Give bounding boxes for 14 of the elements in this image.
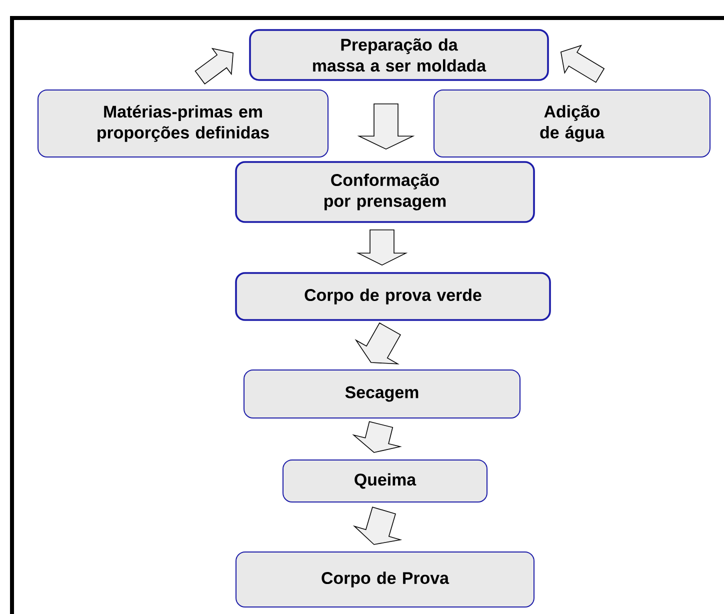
process-box: Secagem bbox=[244, 369, 520, 418]
block-arrow bbox=[560, 44, 605, 83]
block-arrow bbox=[352, 506, 402, 545]
process-box: Corpo de prova verde bbox=[235, 272, 551, 321]
process-box: Conformação por prensagem bbox=[235, 161, 535, 223]
process-box: Queima bbox=[282, 459, 488, 502]
process-box: Preparação da massa a ser moldada bbox=[249, 29, 549, 81]
block-arrow bbox=[194, 48, 234, 84]
block-arrow bbox=[357, 104, 415, 150]
process-box: Corpo de Prova bbox=[236, 551, 534, 608]
process-box: Adição de água bbox=[434, 89, 710, 158]
block-arrow bbox=[356, 229, 408, 266]
block-arrow bbox=[352, 421, 402, 453]
process-box: Matérias-primas em proporções definidas bbox=[38, 89, 328, 158]
